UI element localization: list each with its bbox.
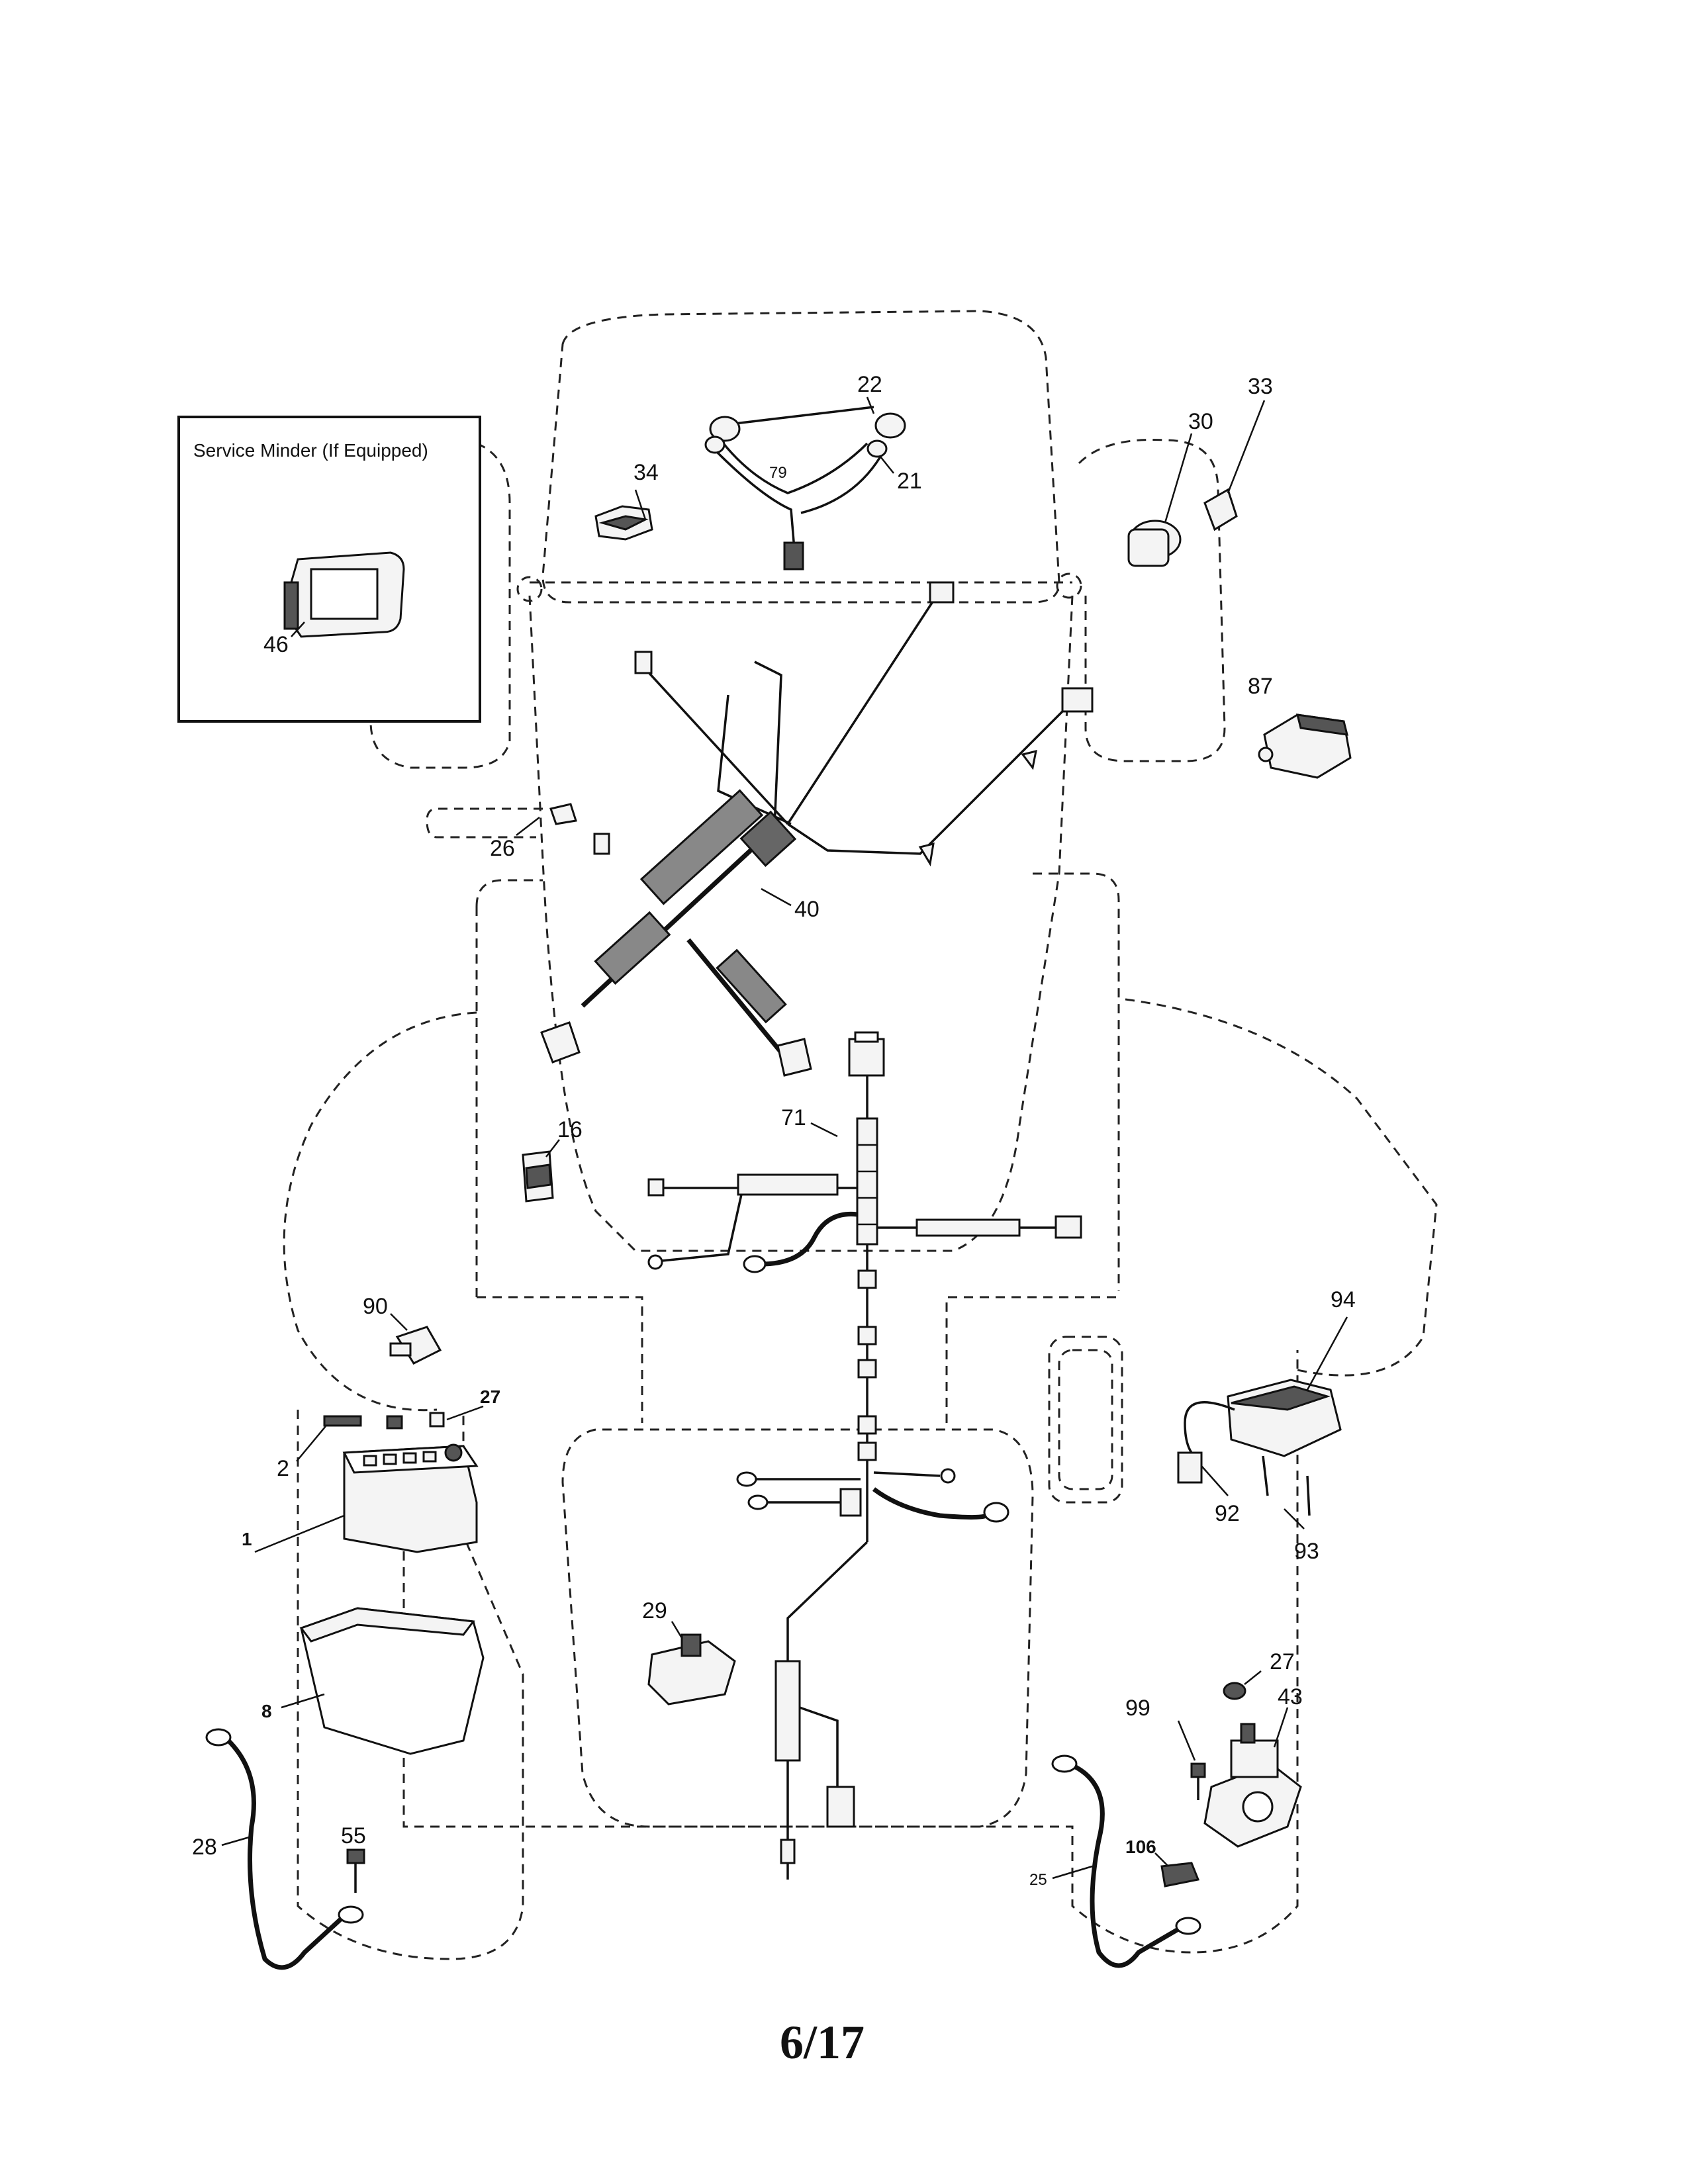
pivot-right [1056,572,1082,599]
rear-frame-outline [297,1350,1299,1960]
key-part-33 [1203,400,1266,531]
left-lobe-outline [369,442,511,769]
bolt-part-99 [1177,1720,1206,1800]
callout-26: 26 [490,836,515,861]
rail-outline [1048,1336,1123,1504]
callout-27a: 27 [480,1387,500,1407]
right-lobe-outline [1078,438,1226,762]
ignition-switch-part-30 [1127,433,1193,567]
headlight-harness [704,396,906,570]
fuse-pocket-outline [426,807,543,839]
main-harness-part-40 [540,581,1094,1077]
callout-34: 34 [633,460,659,485]
callout-106: 106 [1125,1837,1156,1857]
rail-inner-outline [1058,1349,1113,1490]
clip-part-106 [1154,1852,1200,1888]
battery-cable-part-28 [205,1728,364,1970]
callout-92: 92 [1215,1501,1240,1526]
callout-99: 99 [1125,1696,1150,1721]
callout-29: 29 [642,1598,667,1623]
callout-27b: 27 [1270,1649,1295,1674]
callout-71: 71 [781,1105,806,1130]
callout-2: 2 [277,1456,289,1481]
module-part-94 [1227,1316,1348,1457]
solenoid-part-43 [1203,1707,1302,1848]
left-fender-outline [283,1011,477,1412]
right-fender-outline [1125,998,1438,1377]
battery-box-part-8 [281,1607,485,1755]
callout-33: 33 [1248,374,1273,399]
seat-outline [561,1428,1034,1828]
callout-40: 40 [794,897,820,922]
diode-part-90 [389,1313,442,1365]
bolt-part-55 [346,1848,365,1893]
callout-79: 79 [769,464,787,482]
relay-part-16 [522,1139,560,1203]
callout-93: 93 [1294,1539,1319,1564]
pivot-left [516,576,543,602]
switch-part-34 [594,489,653,541]
fuse-part-26 [516,803,577,836]
callout-46: 46 [263,632,289,657]
hood-outline [541,310,1060,604]
chassis-outline [283,310,1438,1960]
battery-bolts-part-2 [296,1405,484,1462]
cable-part-25 [1051,1754,1201,1968]
connector-part-92 [1177,1401,1235,1496]
battery-part-1 [254,1443,479,1553]
callout-22: 22 [857,372,882,397]
callout-87: 87 [1248,674,1273,699]
callout-21: 21 [897,469,922,494]
rear-harness-part-71 [647,1031,1082,1880]
callout-25: 25 [1029,1871,1047,1889]
callout-8: 8 [261,1701,272,1721]
floor-outline [477,1296,1119,1423]
callout-30: 30 [1188,409,1213,434]
right-panel-outline [1033,872,1120,1291]
screws-part-93 [1262,1455,1311,1529]
dash-outline [528,595,1074,1252]
seat-switch-part-29 [647,1621,736,1706]
page-number: 6/17 [780,2016,865,2069]
hour-meter-part-46 [283,551,405,638]
callout-94: 94 [1331,1287,1356,1312]
callout-16: 16 [557,1117,583,1142]
left-panel-outline [475,879,543,1304]
callout-1: 1 [242,1529,252,1549]
callout-43: 43 [1278,1684,1303,1709]
nut-part-27 [1223,1670,1262,1700]
inset-title: Service Minder (If Equipped) [193,440,428,461]
callout-28: 28 [192,1835,217,1860]
service-minder-inset: Service Minder (If Equipped) 46 [177,416,481,723]
solenoid-part-87 [1258,713,1352,779]
callout-90: 90 [363,1294,388,1319]
callout-55: 55 [341,1823,366,1848]
